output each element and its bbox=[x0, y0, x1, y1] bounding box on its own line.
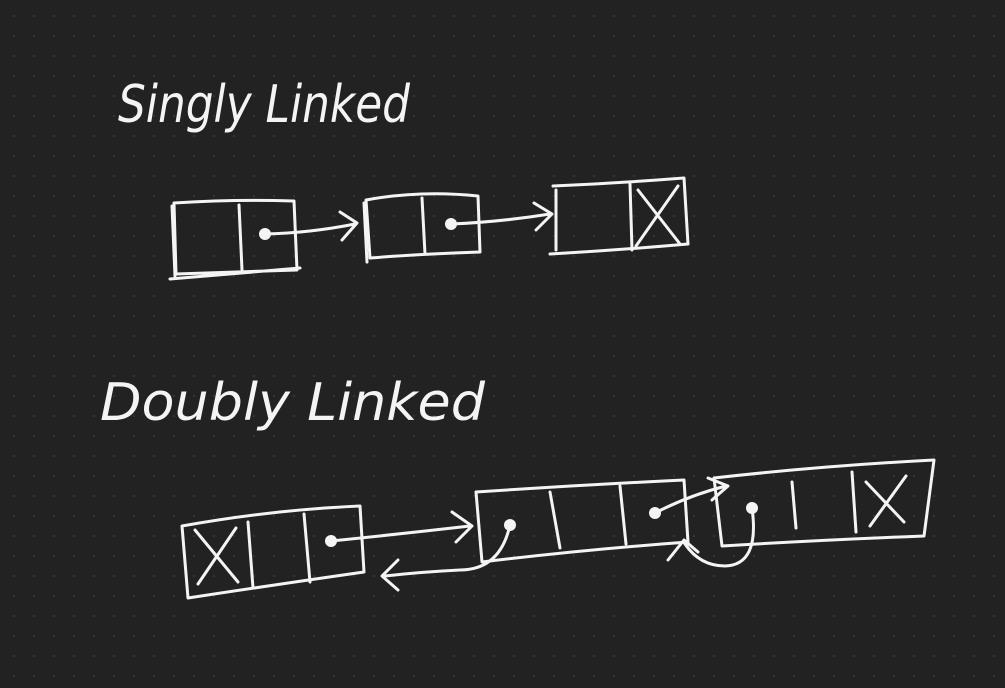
doubly-node-3-prev-dot bbox=[746, 502, 758, 514]
singly-node-3-divider bbox=[628, 182, 634, 252]
singly-linked-title: Singly Linked bbox=[118, 75, 411, 135]
singly-node-2 bbox=[362, 192, 482, 264]
doubly-node-2-divider-2 bbox=[618, 484, 628, 546]
singly-arrow-2 bbox=[449, 201, 554, 232]
singly-node-3-box bbox=[548, 176, 690, 256]
singly-node-1 bbox=[168, 198, 302, 281]
singly-arrow-1 bbox=[263, 210, 359, 242]
doubly-node-2 bbox=[474, 478, 690, 564]
singly-node-3: X bbox=[548, 176, 690, 256]
doubly-next-arrow-1 bbox=[329, 510, 474, 544]
doubly-node-2-prev-dot bbox=[504, 519, 516, 531]
singly-node-2-divider bbox=[420, 196, 427, 256]
doubly-tail-null-x-mark bbox=[864, 474, 908, 528]
doubly-node-3-box bbox=[712, 458, 936, 548]
doubly-node-3-divider-2 bbox=[850, 470, 858, 534]
doubly-node-1-divider-1 bbox=[246, 520, 255, 590]
singly-null-x-mark bbox=[634, 184, 682, 248]
doubly-node-1-box bbox=[180, 504, 366, 600]
doubly-node-3: X bbox=[712, 458, 936, 548]
doubly-node-3-divider-1 bbox=[790, 480, 798, 530]
doubly-node-2-divider-1 bbox=[548, 490, 562, 550]
doubly-linked-title: Doubly Linked bbox=[100, 373, 486, 433]
doubly-head-null-x-mark bbox=[193, 526, 240, 586]
doubly-node-1-divider-2 bbox=[302, 512, 312, 584]
singly-node-2-box bbox=[362, 192, 482, 264]
doubly-prev-arrow-2 bbox=[666, 506, 755, 568]
doubly-prev-arrow-1 bbox=[380, 523, 512, 592]
singly-node-1-divider bbox=[237, 203, 244, 272]
singly-node-1-box bbox=[168, 198, 302, 281]
doubly-node-1: X bbox=[180, 504, 366, 600]
